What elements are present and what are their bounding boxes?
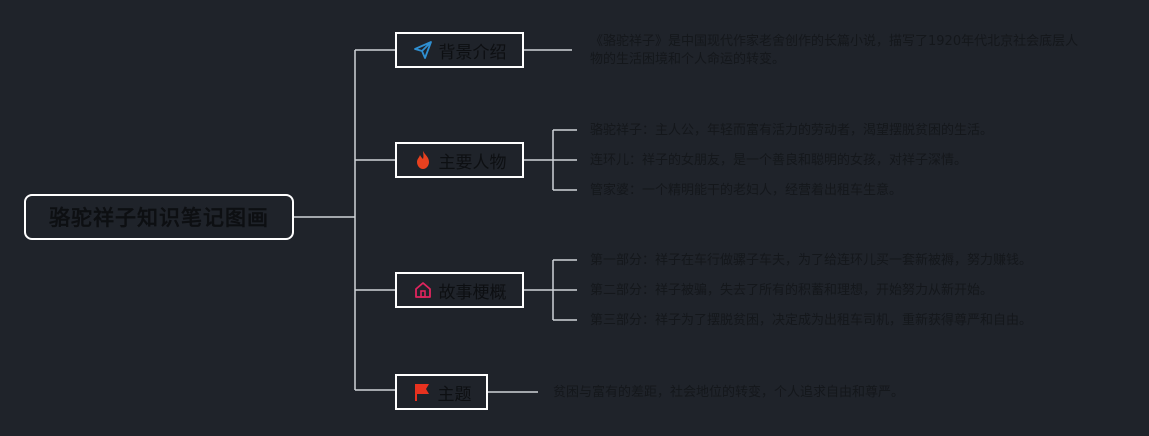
root-title: 骆驼祥子知识笔记图画 <box>49 206 269 230</box>
character-item: 管家婆：一个精明能干的老妇人，经营着出租车生意。 <box>590 183 903 198</box>
paper-plane-icon <box>413 40 433 60</box>
plot-item: 第二部分：祥子被骗，失去了所有的积蓄和理想，开始努力从新开始。 <box>590 283 994 298</box>
topic-background[interactable]: 背景介绍 <box>395 32 524 68</box>
character-item: 骆驼祥子：主人公，年轻而富有活力的劳动者，渴望摆脱贫困的生活。 <box>590 123 994 138</box>
fire-icon <box>413 150 433 170</box>
plot-item: 第一部分：祥子在车行做骡子车夫，为了给连环儿买一套新被褥，努力赚钱。 <box>590 253 1033 268</box>
topic-characters[interactable]: 主要人物 <box>395 142 524 178</box>
topic-label: 主要人物 <box>438 152 507 173</box>
character-item: 连环儿：祥子的女朋友，是一个善良和聪明的女孩，对祥子深情。 <box>590 153 968 168</box>
theme-text: 贫困与富有的差距，社会地位的转变，个人追求自由和尊严。 <box>553 385 905 400</box>
topic-label: 背景介绍 <box>438 42 507 63</box>
topic-label: 故事梗概 <box>438 282 507 303</box>
background-text: 《骆驼祥子》是中国现代作家老舍创作的长篇小说，描写了1920年代北京社会底层人物… <box>590 34 1079 67</box>
plot-item: 第三部分：祥子为了摆脱贫困，决定成为出租车司机，重新获得尊严和自由。 <box>590 313 1033 328</box>
flag-icon <box>412 382 432 402</box>
topic-plot[interactable]: 故事梗概 <box>395 272 524 308</box>
root-topic[interactable]: 骆驼祥子知识笔记图画 <box>24 194 294 240</box>
topic-label: 主题 <box>437 384 472 405</box>
topic-theme[interactable]: 主题 <box>395 374 488 410</box>
home-icon <box>413 280 433 300</box>
